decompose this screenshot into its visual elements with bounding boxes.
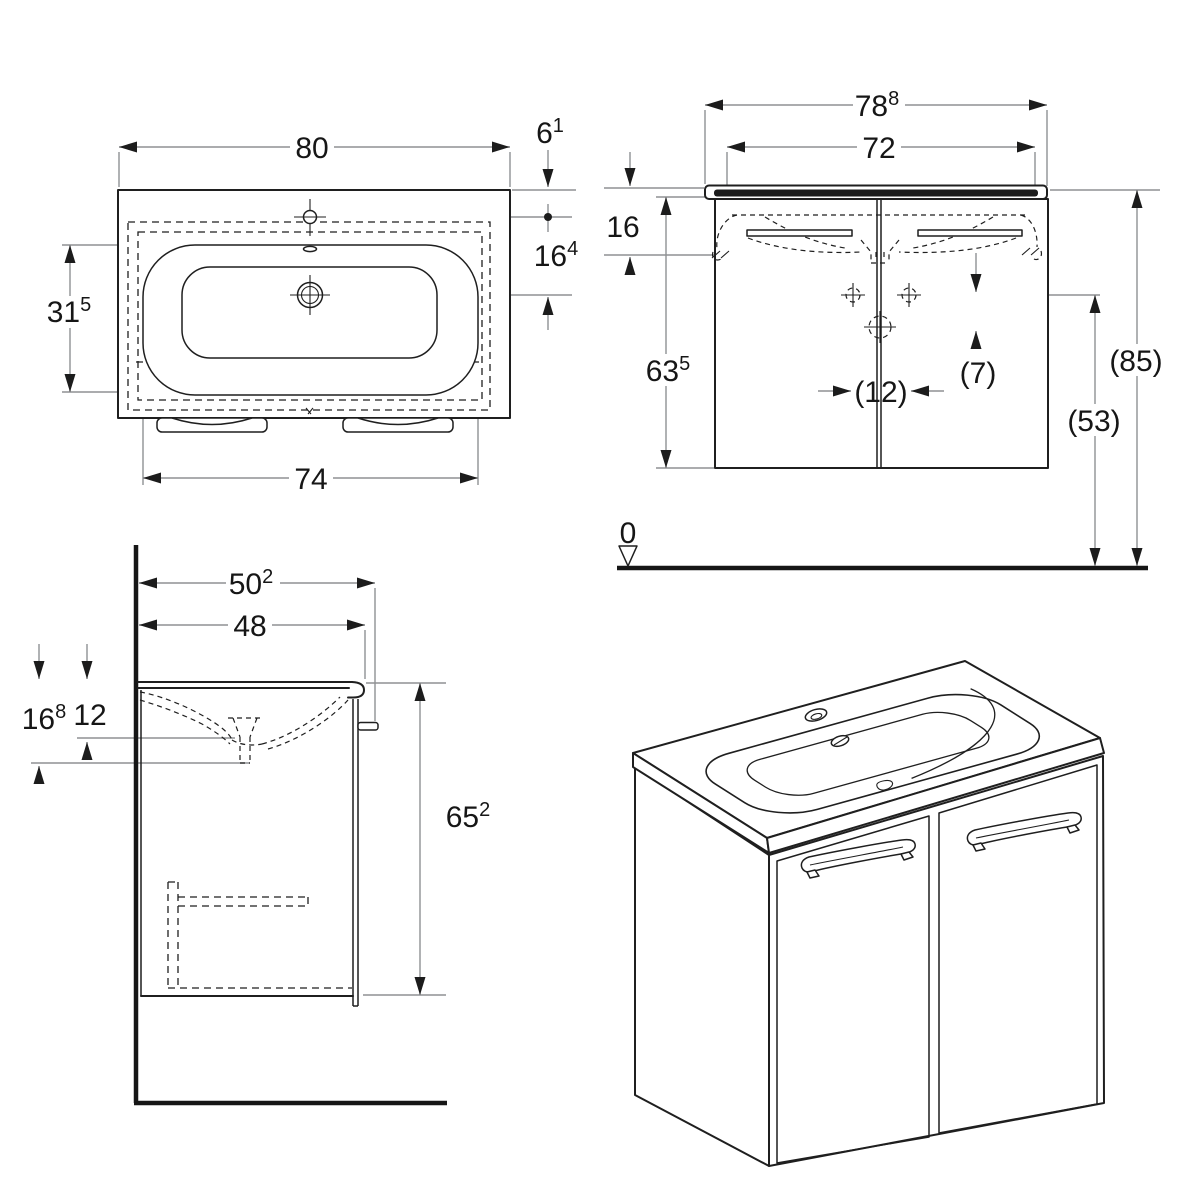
dim-label-overhang: 168 [22,701,67,736]
mounting-bracket-right [342,417,454,433]
iso-view [633,661,1105,1167]
dim-label-bowl-depth: 12 [73,699,106,732]
hinge-hole-right [897,283,921,307]
basin-ledge-right [917,229,1023,237]
drain [290,275,330,315]
dim-label-apron: 16 [606,211,639,244]
dim-label-width: 80 [295,132,328,165]
washbasin-side [137,681,365,699]
plan-view: 80 61 164 315 74 [46,115,578,496]
door-left [776,815,930,1164]
dim-label-inner-width: 74 [294,463,327,496]
hidden-bowl-side [139,691,349,764]
break-tick [305,407,314,415]
hidden-basin-outline [711,214,1043,264]
dim-label-basin-width: 72 [862,132,895,165]
dim-label-tap-to-drain: 164 [534,238,579,273]
overflow-slot [302,245,318,253]
dim-label-53: (53) [1067,405,1120,438]
dim-label-datum: 0 [620,517,637,550]
dim-label-85: (85) [1109,345,1162,378]
water-connection [864,311,896,343]
drain-iso [830,734,850,748]
tap-hole [294,199,326,236]
front-view: 788 72 16 635 (12) (7) (53) (85) 0 [604,88,1168,571]
dim-label-edge-offset: 61 [536,115,564,150]
slab-edge-front [766,737,1105,854]
handle-side [357,721,379,731]
datum-icon [618,545,638,567]
siphon-cutout [167,881,352,989]
dim-label-total-width: 788 [855,88,900,123]
door-right [938,764,1098,1134]
washbasin-edge-band [714,189,1038,197]
dim-label-depth: 315 [47,294,92,329]
mounting-bracket-left [156,417,268,433]
tap-hole-iso [804,708,828,722]
dim-label-side-height: 652 [446,799,491,834]
dim-label-total-depth: 502 [229,566,274,601]
side-view: 502 48 168 12 652 [22,545,491,1106]
dim-label-cabinet-height: 635 [646,353,691,388]
overflow-iso [876,779,894,791]
dim-label-cabinet-depth: 48 [233,610,266,643]
dim-label-offset-7: (7) [960,357,997,390]
basin-ledge-left [746,229,853,237]
dim-label-hinge-spacing: (12) [854,376,907,409]
break-ticks [711,247,1040,259]
dim-dot [544,213,552,221]
cabinet-side [140,690,359,1007]
hinge-hole-left [841,283,865,307]
